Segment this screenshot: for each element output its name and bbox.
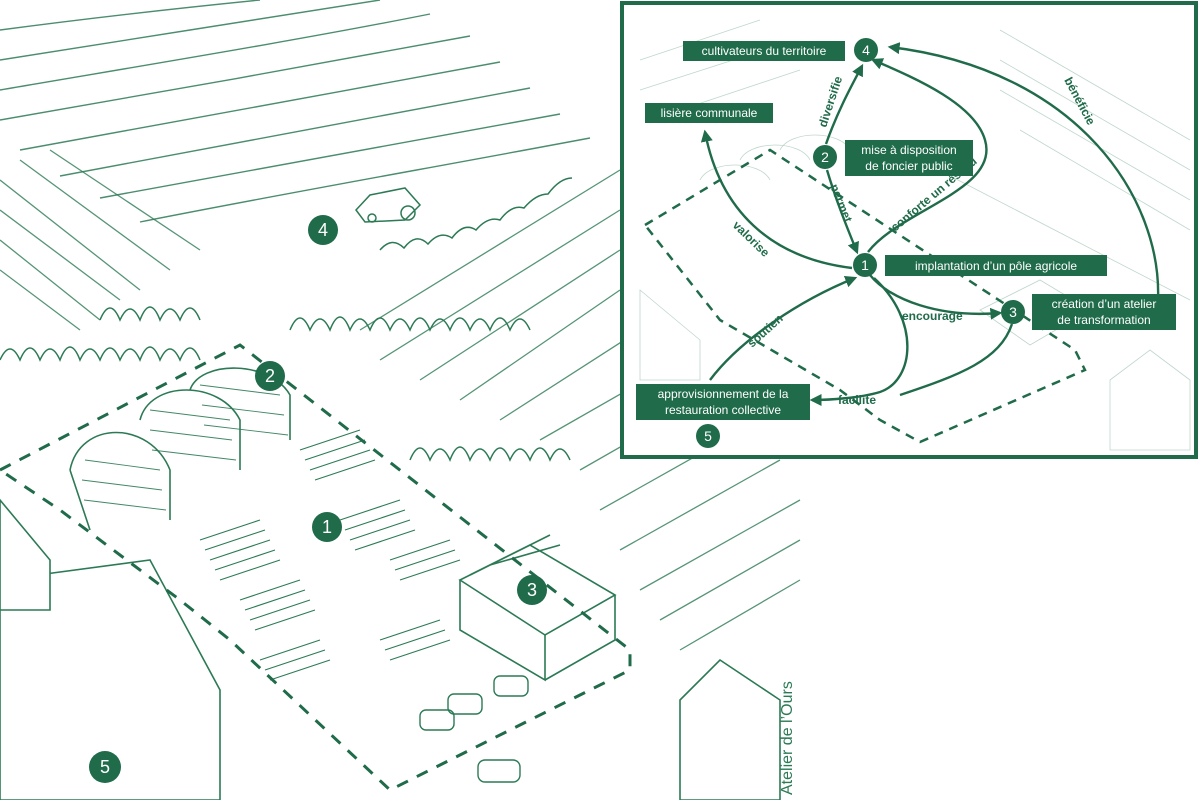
label-cultivateurs: cultivateurs du territoire bbox=[683, 41, 845, 61]
node-2: 2 bbox=[813, 145, 837, 169]
field-furrows-top bbox=[0, 0, 591, 223]
svg-text:restauration collective: restauration collective bbox=[665, 403, 781, 417]
edge-1-to-4 bbox=[867, 58, 988, 253]
houses bbox=[0, 498, 781, 800]
inset-site-boundary bbox=[643, 148, 1087, 444]
svg-text:1: 1 bbox=[322, 517, 332, 537]
edge-5-to-1 bbox=[709, 275, 858, 381]
edge-label-facilite: facilite bbox=[838, 393, 876, 407]
edge-label-encourage: encourage bbox=[902, 309, 963, 323]
edge-3-to-5 bbox=[899, 323, 1014, 397]
field-furrows-right bbox=[359, 169, 801, 651]
svg-text:5: 5 bbox=[100, 757, 110, 777]
scene-marker-4: 4 bbox=[308, 215, 338, 245]
label-implantation: implantation d’un pôle agricole bbox=[885, 255, 1107, 276]
node-3: 3 bbox=[1001, 300, 1025, 324]
field-furrows-left bbox=[0, 149, 201, 331]
svg-text:cultivateurs du territoire: cultivateurs du territoire bbox=[702, 44, 827, 58]
tractor bbox=[355, 187, 422, 223]
label-lisiere: lisière communale bbox=[645, 103, 773, 123]
svg-text:création d’un atelier: création d’un atelier bbox=[1052, 297, 1157, 311]
tree-line bbox=[0, 177, 573, 462]
illustrator-credit: Atelier de l’Ours bbox=[779, 681, 796, 795]
greenhouses bbox=[69, 367, 291, 531]
edge-2-to-1 bbox=[825, 169, 859, 255]
svg-text:2: 2 bbox=[265, 366, 275, 386]
node-1: 1 bbox=[853, 253, 877, 277]
svg-text:de foncier public: de foncier public bbox=[865, 159, 952, 173]
svg-text:1: 1 bbox=[861, 257, 869, 273]
label-creation-atelier: création d’un atelier de transformation bbox=[1032, 294, 1176, 330]
svg-text:4: 4 bbox=[318, 220, 328, 240]
cars bbox=[419, 675, 529, 783]
svg-text:implantation d’un pôle agricol: implantation d’un pôle agricole bbox=[915, 259, 1077, 273]
svg-text:mise à disposition: mise à disposition bbox=[861, 143, 956, 157]
svg-text:3: 3 bbox=[527, 580, 537, 600]
svg-text:approvisionnement de la: approvisionnement de la bbox=[658, 387, 789, 401]
svg-text:de transformation: de transformation bbox=[1057, 313, 1150, 327]
inset-background-sketch bbox=[639, 19, 1191, 451]
svg-text:lisière communale: lisière communale bbox=[661, 106, 758, 120]
relationship-diagram: diversifie permet conforte un réseau bén… bbox=[620, 1, 1198, 459]
svg-text:4: 4 bbox=[862, 42, 870, 58]
scene-marker-2: 2 bbox=[255, 361, 285, 391]
scene-marker-5: 5 bbox=[89, 751, 121, 783]
processing-building bbox=[458, 534, 617, 682]
edge-2-to-4 bbox=[824, 63, 864, 145]
scene-marker-1: 1 bbox=[312, 512, 342, 542]
label-mise-a-disposition: mise à disposition de foncier public bbox=[845, 140, 973, 176]
edge-1-to-lisiere bbox=[700, 129, 853, 270]
crop-plots bbox=[199, 429, 461, 681]
svg-text:5: 5 bbox=[704, 428, 712, 444]
node-5: 5 bbox=[696, 424, 720, 448]
site-boundary bbox=[0, 343, 632, 792]
scene-marker-3: 3 bbox=[517, 575, 547, 605]
svg-text:2: 2 bbox=[821, 149, 829, 165]
node-4: 4 bbox=[854, 38, 878, 62]
edge-1-to-5 bbox=[809, 277, 909, 406]
edge-3-to-4 bbox=[887, 42, 1160, 301]
svg-text:3: 3 bbox=[1009, 304, 1017, 320]
label-approvisionnement: approvisionnement de la restauration col… bbox=[636, 384, 810, 420]
